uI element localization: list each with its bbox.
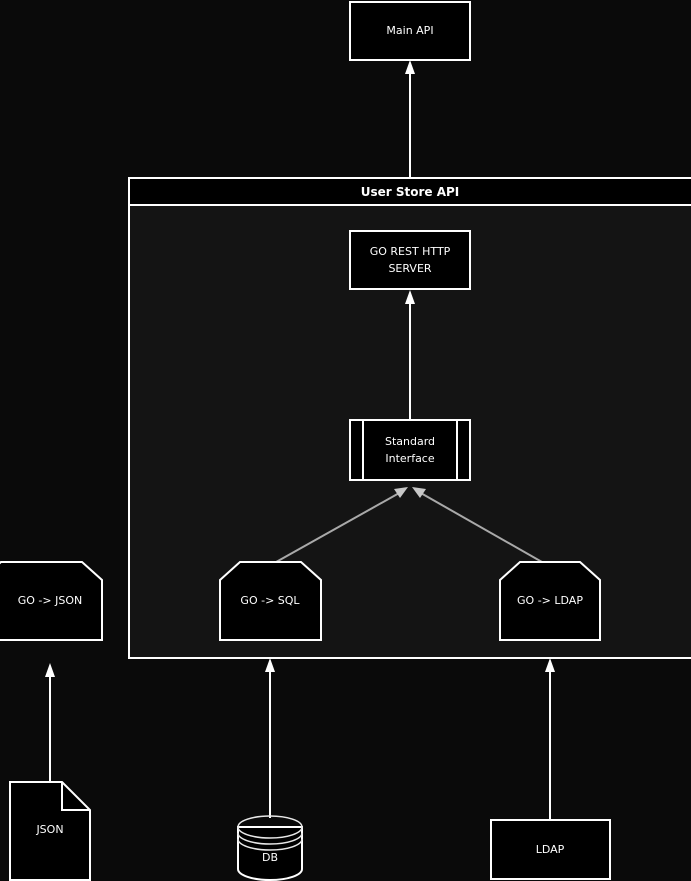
json-file-fold (61, 782, 90, 811)
arrowhead (45, 663, 55, 677)
edge-db-to-gosql (265, 658, 275, 818)
arrowhead (405, 60, 415, 74)
arrowhead (394, 487, 408, 498)
arrowhead (545, 658, 555, 672)
go-ldap-label: GO -> LDAP (517, 594, 583, 607)
ldap-box (490, 819, 611, 880)
db-cylinder-body (237, 826, 303, 881)
arrowhead (412, 487, 426, 498)
node-standard-interface[interactable]: Standard Interface (349, 419, 471, 481)
node-go-sql[interactable]: GO -> SQL (219, 561, 322, 641)
db-cylinder-top-ring-1 (237, 815, 303, 839)
edge-jsonfile-to-gojson (45, 663, 55, 782)
go-json-shape (0, 561, 103, 641)
edge-userstore-to-mainapi (405, 60, 415, 178)
node-go-rest-http-server[interactable]: GO REST HTTP SERVER (349, 230, 471, 290)
arrowhead (405, 290, 415, 304)
node-go-ldap[interactable]: GO -> LDAP (499, 561, 601, 641)
json-file-label: JSON (35, 823, 63, 836)
standard-interface-label-line1: Standard (385, 435, 435, 448)
node-db[interactable]: DB (237, 815, 303, 881)
edge-stdinterface-to-server (405, 290, 415, 420)
go-ldap-shape (499, 561, 601, 641)
go-rest-http-server-box (349, 230, 471, 290)
db-cylinder-top-ring-2 (237, 832, 303, 845)
go-sql-shape (219, 561, 322, 641)
go-json-label: GO -> JSON (18, 594, 82, 607)
edge-line (418, 491, 550, 567)
json-file-shape (9, 781, 91, 881)
db-label: DB (262, 851, 278, 864)
go-rest-http-server-label-line1: GO REST HTTP (370, 245, 451, 258)
standard-interface-box (349, 419, 471, 481)
db-cylinder-top-ring-3 (237, 838, 303, 851)
edge-goldap-to-stdinterface (412, 487, 550, 567)
go-sql-label: GO -> SQL (240, 594, 300, 607)
arrowhead (265, 658, 275, 672)
user-store-api-header (128, 177, 691, 206)
edge-gosql-to-stdinterface (268, 487, 408, 567)
ldap-label: LDAP (536, 843, 565, 856)
node-ldap[interactable]: LDAP (490, 819, 611, 880)
go-rest-http-server-label-line2: SERVER (388, 262, 431, 275)
user-store-api-label: User Store API (361, 185, 460, 199)
edge-line (268, 491, 402, 567)
node-go-json[interactable]: GO -> JSON (0, 561, 103, 641)
node-json-file[interactable]: JSON (9, 781, 91, 881)
standard-interface-label-line2: Interface (385, 452, 434, 465)
main-api-box (349, 1, 471, 61)
edge-ldap-to-goldap (545, 658, 555, 820)
main-api-label: Main API (386, 24, 433, 37)
node-main-api[interactable]: Main API (349, 1, 471, 61)
